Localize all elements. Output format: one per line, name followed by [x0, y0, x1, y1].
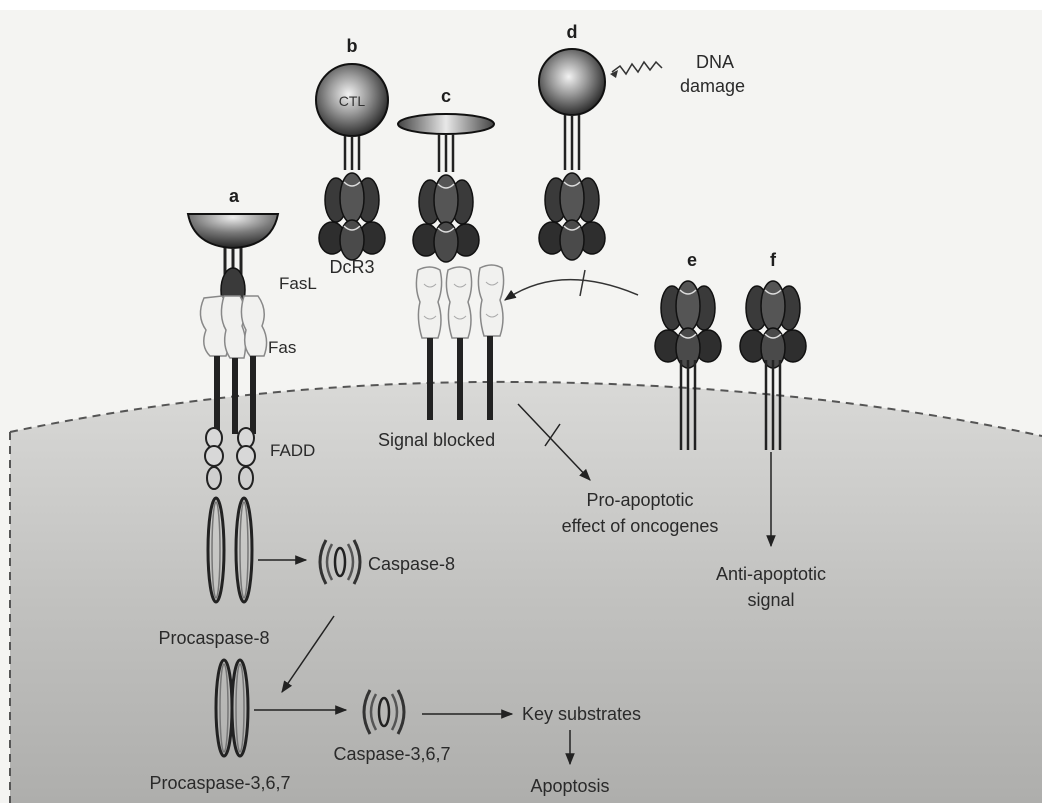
dcr3-label: DcR3	[329, 257, 374, 277]
panel-letter-f: f	[770, 250, 777, 270]
panel-d-receptor	[539, 173, 605, 260]
dna-damage-label-2: damage	[680, 76, 745, 96]
anti-apoptotic-label-2: signal	[747, 590, 794, 610]
panel-letter-a: a	[229, 186, 240, 206]
signal-blocked-label: Signal blocked	[378, 430, 495, 450]
dna-damage-label-1: DNA	[696, 52, 734, 72]
procaspase-3-6-7-label: Procaspase-3,6,7	[149, 773, 290, 793]
damaged-cell	[539, 49, 605, 115]
panel-f-receptor	[740, 281, 806, 368]
caspase-8-label: Caspase-8	[368, 554, 455, 574]
procaspase-8-label: Procaspase-8	[158, 628, 269, 648]
pro-apoptotic-label-2: effect of oncogenes	[562, 516, 719, 536]
panel-letter-c: c	[441, 86, 451, 106]
panel-letter-b: b	[347, 36, 358, 56]
panel-letter-d: d	[567, 22, 578, 42]
fas-receptor	[200, 296, 266, 358]
ctl-label: CTL	[339, 93, 366, 109]
pro-apoptotic-label-1: Pro-apoptotic	[586, 490, 693, 510]
fas-label: Fas	[268, 338, 296, 357]
fasl-label: FasL	[279, 274, 317, 293]
dcr3-receptor	[319, 173, 385, 260]
apoptosis-label: Apoptosis	[530, 776, 609, 796]
decoy-disk	[398, 114, 494, 134]
caspase-3-6-7-label: Caspase-3,6,7	[333, 744, 450, 764]
panel-letter-e: e	[687, 250, 697, 270]
cytoplasm	[10, 382, 1042, 803]
anti-apoptotic-label-1: Anti-apoptotic	[716, 564, 826, 584]
panel-e-receptor	[655, 281, 721, 368]
fadd-label: FADD	[270, 441, 315, 460]
key-substrates-label: Key substrates	[522, 704, 641, 724]
panel-c-receptor	[413, 175, 479, 262]
top-border	[0, 0, 1042, 10]
